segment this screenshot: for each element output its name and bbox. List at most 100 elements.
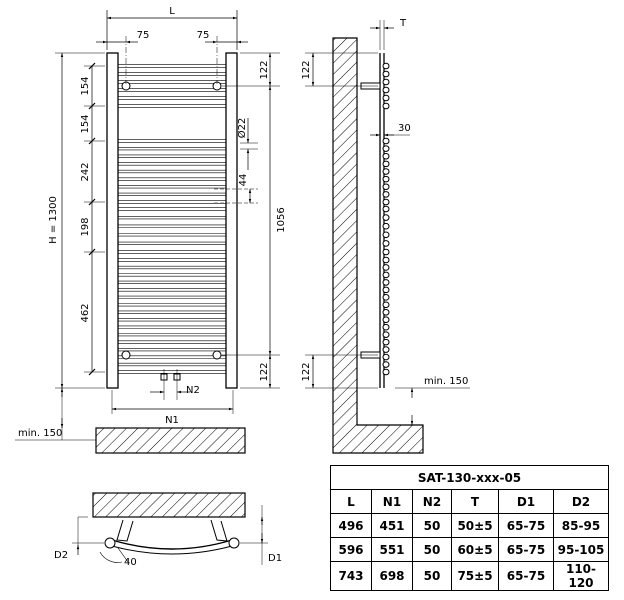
cell: 496 — [330, 513, 372, 538]
rail-end — [382, 137, 390, 145]
rail-end — [382, 264, 390, 271]
table-row: 596 551 50 60±5 65-75 95-105 — [330, 537, 609, 562]
header-T: T — [451, 489, 499, 514]
dim-198: 198 — [80, 217, 91, 236]
rail-end — [382, 231, 390, 239]
header-D2: D2 — [553, 489, 609, 514]
cell: 743 — [330, 561, 372, 591]
cell: 50 — [412, 561, 452, 591]
rail-end — [382, 214, 390, 221]
dim-30: 30 — [398, 123, 411, 134]
rail-end — [382, 308, 390, 316]
rail-end — [382, 353, 390, 361]
rail-end — [382, 86, 390, 94]
rail-end — [382, 294, 390, 301]
rail-end — [382, 361, 390, 368]
table-row: 743 698 50 75±5 65-75 110-120 — [330, 561, 609, 591]
cell: 451 — [371, 513, 413, 538]
dim-min150-front: min. 150 — [18, 428, 62, 439]
dim-angle-40: 40 — [124, 557, 137, 568]
dim-L: L — [169, 6, 175, 17]
curved-rail-top-view — [111, 539, 233, 550]
rail-end — [382, 286, 390, 294]
spec-table: SAT-130-xxx-05 L N1 N2 T D1 D2 496 451 5… — [330, 465, 609, 591]
cell: 110-120 — [553, 561, 609, 591]
rail-end — [382, 102, 390, 110]
cell: 50 — [412, 513, 452, 538]
dim-1056: 1056 — [276, 207, 287, 232]
side-view — [305, 20, 470, 454]
rail-end — [382, 198, 390, 206]
rail-end — [382, 323, 390, 331]
dim-154-a: 154 — [80, 76, 91, 95]
rail-end — [382, 175, 390, 183]
rail-end — [382, 160, 390, 168]
cell: 50 — [412, 537, 452, 562]
rail-end — [382, 346, 390, 353]
floor-front — [95, 427, 246, 454]
dim-height: H = 1300 — [48, 196, 59, 244]
rail-end — [382, 316, 390, 324]
rail-end — [382, 368, 390, 376]
dim-T: T — [399, 18, 407, 29]
dim-242: 242 — [80, 162, 91, 181]
front-view — [15, 10, 280, 454]
dim-122-side-bottom: 122 — [301, 362, 312, 381]
rail-end — [382, 301, 390, 309]
rail-end — [382, 152, 390, 160]
rail-end — [382, 145, 390, 152]
rail-end — [382, 279, 390, 286]
wall-top-view — [92, 492, 246, 518]
cell: 551 — [371, 537, 413, 562]
rail-end — [382, 78, 390, 86]
rail-end — [382, 331, 390, 338]
dim-44: 44 — [238, 174, 249, 187]
top-view — [72, 492, 268, 565]
rail-end — [382, 70, 390, 78]
wall-section — [332, 37, 424, 454]
rail-end — [382, 240, 390, 247]
rail-end — [382, 248, 390, 256]
cell: 65-75 — [498, 513, 554, 538]
dim-154-b: 154 — [80, 114, 91, 133]
rail-end — [382, 191, 390, 198]
rail-end — [382, 271, 390, 279]
dim-min150-side: min. 150 — [424, 376, 468, 387]
dim-75-left: 75 — [137, 30, 150, 41]
cell: 65-75 — [498, 537, 554, 562]
rail-end — [382, 222, 390, 230]
cell: 95-105 — [553, 537, 609, 562]
header-N1: N1 — [371, 489, 413, 514]
table-row: 496 451 50 50±5 65-75 85-95 — [330, 513, 609, 538]
rail-end — [382, 338, 390, 346]
dim-75-right: 75 — [197, 30, 210, 41]
side-rail-ends — [382, 62, 390, 376]
dim-122-bottom: 122 — [259, 362, 270, 381]
rail-end — [382, 256, 390, 264]
dim-N2: N2 — [186, 385, 200, 396]
header-N2: N2 — [412, 489, 452, 514]
mount-point-bottom-right — [212, 350, 222, 360]
right-vertical-tube — [225, 52, 238, 389]
rail-end — [382, 205, 390, 213]
dim-N1: N1 — [165, 415, 179, 426]
cell: 596 — [330, 537, 372, 562]
spec-table-title: SAT-130-xxx-05 — [330, 465, 609, 490]
cell: 65-75 — [498, 561, 554, 591]
dim-462: 462 — [80, 303, 91, 322]
dim-D2: D2 — [54, 550, 68, 561]
cell: 50±5 — [451, 513, 499, 538]
dim-122-top: 122 — [259, 60, 270, 79]
dim-122-side-top: 122 — [301, 60, 312, 79]
rail-end — [382, 168, 390, 175]
cell: 698 — [371, 561, 413, 591]
mount-point-bottom-left — [121, 350, 131, 360]
header-D1: D1 — [498, 489, 554, 514]
cell: 85-95 — [553, 513, 609, 538]
cell: 60±5 — [451, 537, 499, 562]
header-L: L — [330, 489, 372, 514]
dim-pipe-diameter: Ø22 — [236, 118, 248, 139]
horizontal-rails — [118, 64, 226, 374]
